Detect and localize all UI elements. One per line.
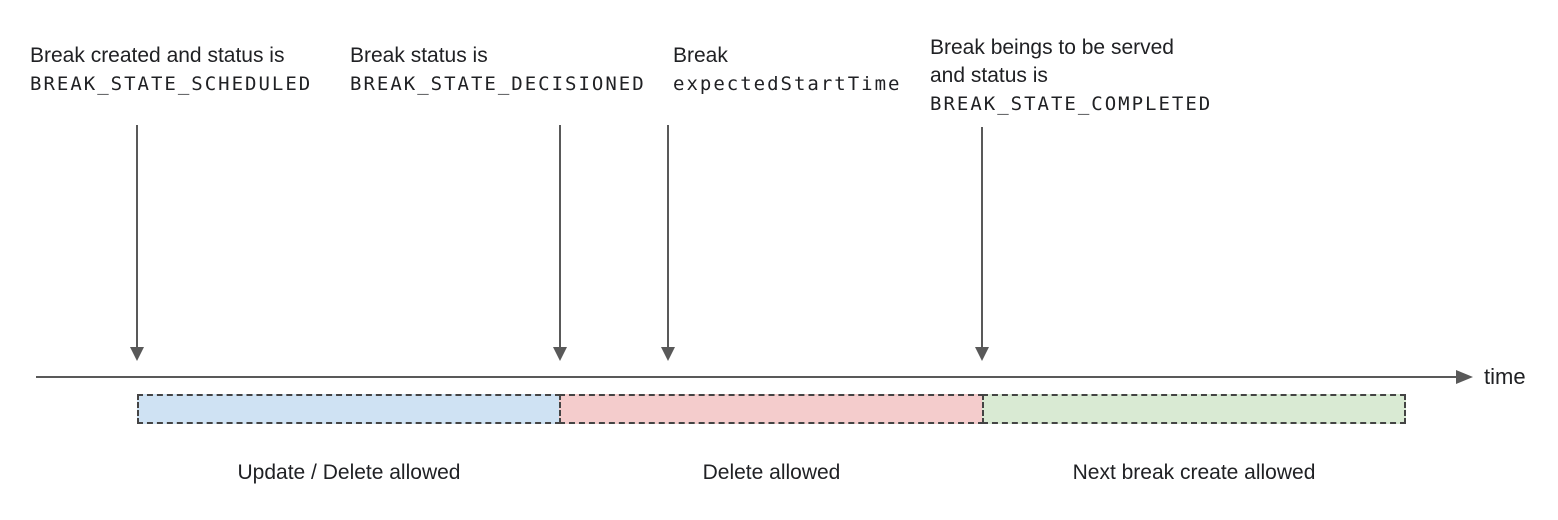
right-arrow-icon: [1456, 370, 1473, 384]
arrow-head: [553, 347, 567, 361]
arrow-shaft: [667, 125, 669, 348]
annotation-text: Break beings to be served: [930, 36, 1174, 59]
arrow-shaft: [981, 127, 983, 348]
down-arrow-icon: [660, 125, 676, 361]
segment-delete-allowed: [559, 394, 984, 424]
timeline-axis: [36, 376, 1458, 378]
annotation-expected-start-time: Break expectedStartTime: [673, 42, 901, 98]
segment-caption: Update / Delete allowed: [237, 461, 461, 484]
arrow-head: [661, 347, 675, 361]
down-arrow-icon: [129, 125, 145, 361]
annotation-break-decisioned: Break status is BREAK_STATE_DECISIONED: [350, 42, 646, 98]
down-arrow-icon: [974, 127, 990, 361]
annotation-text: and status is: [930, 64, 1048, 87]
arrow-shaft: [559, 125, 561, 348]
annotation-text: Break: [673, 44, 728, 67]
arrow-head: [130, 347, 144, 361]
annotation-break-scheduled: Break created and status is BREAK_STATE_…: [30, 42, 312, 98]
annotation-text: Break created and status is: [30, 44, 285, 67]
arrow-shaft: [136, 125, 138, 348]
annotation-code: BREAK_STATE_COMPLETED: [930, 93, 1213, 115]
annotation-code: BREAK_STATE_SCHEDULED: [30, 73, 313, 95]
segment-caption: Next break create allowed: [1072, 461, 1316, 484]
arrow-head: [975, 347, 989, 361]
segment-next-break-create-allowed: [982, 394, 1406, 424]
segment-update-delete-allowed: [137, 394, 561, 424]
annotation-code: BREAK_STATE_DECISIONED: [350, 73, 646, 95]
annotation-text: Break status is: [350, 44, 488, 67]
down-arrow-icon: [552, 125, 568, 361]
timeline-axis-label: time: [1484, 364, 1526, 389]
annotation-break-completed: Break beings to be served and status is …: [930, 34, 1212, 118]
segment-caption: Delete allowed: [702, 461, 841, 484]
annotation-code: expectedStartTime: [673, 73, 902, 95]
